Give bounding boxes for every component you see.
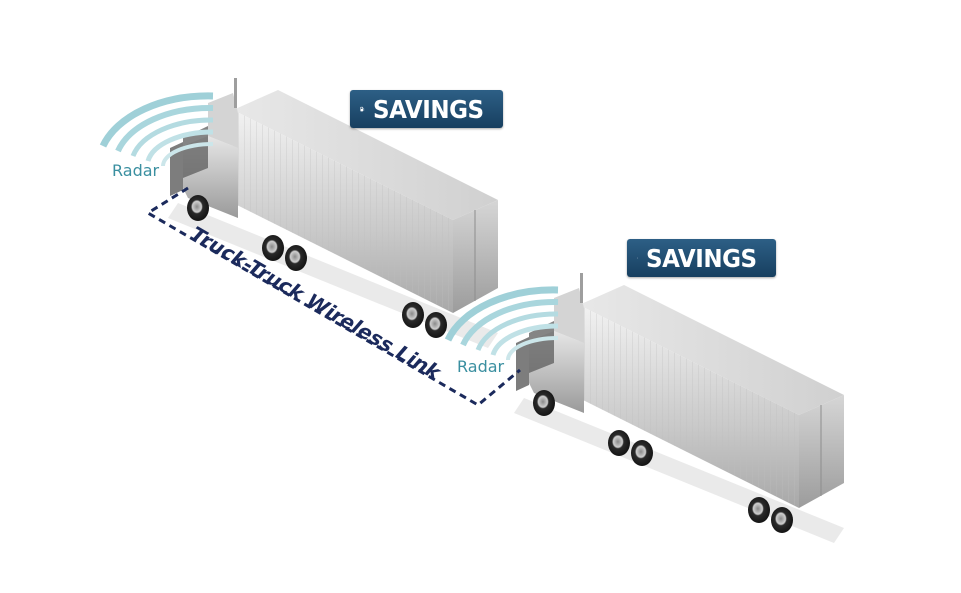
savings-label: SAVINGS (645, 243, 757, 273)
wireless-link-path (145, 186, 521, 407)
savings-badge: SAVINGS (627, 239, 776, 277)
following-truck (513, 272, 845, 544)
savings-label: SAVINGS (372, 94, 484, 124)
radar-label-following: Radar (457, 357, 505, 376)
fuel-pump-icon (637, 257, 638, 259)
savings-badge: SAVINGS (350, 90, 503, 128)
fuel-pump-icon (360, 106, 365, 112)
radar-label-lead: Radar (112, 161, 160, 180)
